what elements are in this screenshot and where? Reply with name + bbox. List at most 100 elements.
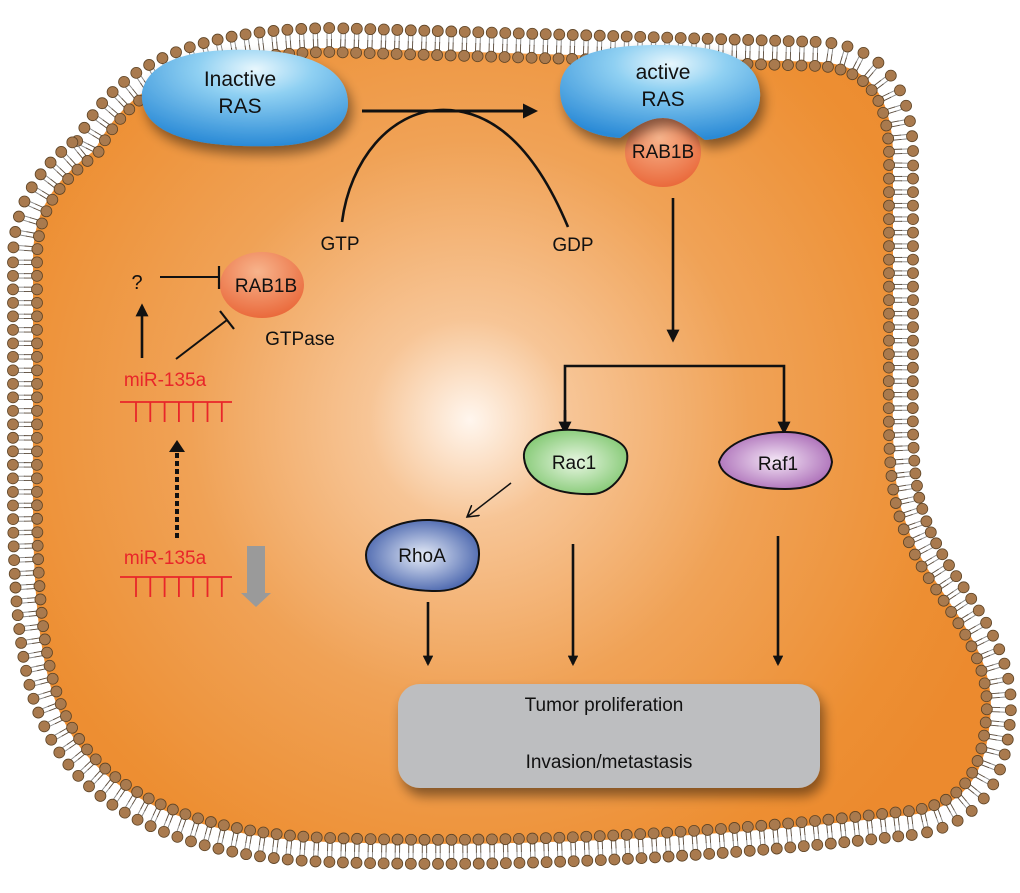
lipid-tail (290, 840, 293, 849)
lipid-tail (26, 642, 34, 645)
lipid-tail (222, 830, 226, 839)
lipid-head (676, 849, 688, 862)
lipid-tail (839, 56, 843, 65)
lipid-head (41, 646, 53, 659)
lipid-tail (204, 826, 208, 835)
lipid-head (309, 22, 322, 35)
lipid-tail (946, 591, 954, 597)
lipid-head (7, 540, 20, 553)
lipid-head (62, 173, 75, 185)
lipid-head (31, 310, 43, 323)
lipid-tail (941, 583, 949, 589)
lipid-head (915, 802, 928, 815)
lipid-tail (682, 836, 685, 845)
lipid-tail (271, 36, 273, 44)
lipid-tail (77, 151, 83, 159)
lipid-head (9, 226, 22, 238)
lipid-tail (776, 829, 779, 838)
lipid-head (31, 418, 43, 431)
lipid-tail (243, 39, 246, 47)
lipid-tail (911, 815, 914, 824)
lipid-head (743, 844, 756, 857)
lipid-head (566, 29, 579, 41)
lipid-head (649, 851, 661, 864)
lipid-tail (924, 813, 928, 822)
lipid-head (472, 857, 485, 870)
lipid-head (883, 267, 895, 280)
lipid-head (89, 753, 102, 766)
lipid-tail (912, 534, 921, 539)
lipid-tail (968, 625, 976, 631)
lipid-tail (982, 760, 991, 764)
lipid-head (86, 109, 99, 122)
lipid-head (7, 283, 19, 296)
lipid-head (928, 799, 941, 812)
lipid-head (377, 47, 390, 60)
lipid-head (883, 240, 895, 253)
lipid-tail (304, 841, 306, 850)
lipid-tail (285, 847, 288, 855)
gtpase-label: GTPase (265, 329, 335, 350)
lipid-head (607, 829, 620, 842)
lipid-head (417, 48, 430, 61)
lipid-tail (61, 743, 69, 749)
lipid-tail (80, 144, 88, 149)
lipid-tail (128, 91, 135, 99)
lipid-head (445, 25, 458, 38)
lipid-head (809, 815, 821, 827)
lipid-head (907, 267, 919, 280)
lipid-tail (864, 69, 870, 77)
lipid-head (907, 226, 919, 239)
lipid-head (909, 548, 921, 561)
lipid-head (554, 855, 567, 868)
lipid-head (8, 567, 21, 580)
lipid-head (7, 526, 20, 539)
lipid-head (965, 640, 978, 653)
lipid-tail (996, 734, 1004, 738)
lipid-tail (182, 819, 187, 828)
lipid-tail (897, 484, 906, 488)
lipid-tail (53, 715, 61, 721)
lipid-head (907, 321, 919, 334)
lipid-head (835, 812, 848, 825)
lipid-head (909, 467, 922, 480)
lipid-tail (985, 751, 994, 755)
lipid-tail (840, 830, 843, 838)
lipid-head (96, 97, 109, 110)
lipid-tail (944, 576, 952, 582)
lipid-head (885, 470, 898, 482)
lipid-tail (926, 820, 929, 828)
lipid-head (350, 856, 363, 869)
lipid-tail (136, 77, 142, 85)
lipid-head (31, 458, 43, 471)
lipid-head (539, 832, 552, 845)
rac1-label: Rac1 (552, 453, 596, 474)
lipid-head (887, 483, 900, 496)
lipid-head (688, 32, 701, 45)
lipid-tail (221, 837, 224, 845)
lipid-tail (154, 815, 159, 823)
lipid-head (849, 811, 862, 823)
lipid-head (950, 570, 963, 583)
lipid-tail (901, 501, 910, 505)
lipid-tail (841, 50, 845, 58)
lipid-tail (73, 758, 80, 764)
lipid-head (841, 40, 854, 53)
lipid-head (620, 30, 633, 43)
lipid-head (900, 99, 912, 112)
lipid-head (757, 843, 770, 856)
lipid-tail (921, 820, 925, 829)
lipid-tail (78, 753, 85, 760)
lipid-head (31, 445, 43, 458)
lipid-head (902, 536, 915, 549)
lipid-tail (38, 696, 46, 700)
lipid-tail (125, 86, 131, 93)
lipid-head (824, 837, 837, 850)
lipid-tail (24, 629, 32, 632)
lipid-tail (257, 37, 260, 45)
lipid-tail (101, 784, 107, 791)
lipid-head (978, 729, 990, 742)
rab1b-bound-label: RAB1B (632, 142, 694, 163)
lipid-head (499, 27, 512, 39)
lipid-head (526, 27, 539, 40)
